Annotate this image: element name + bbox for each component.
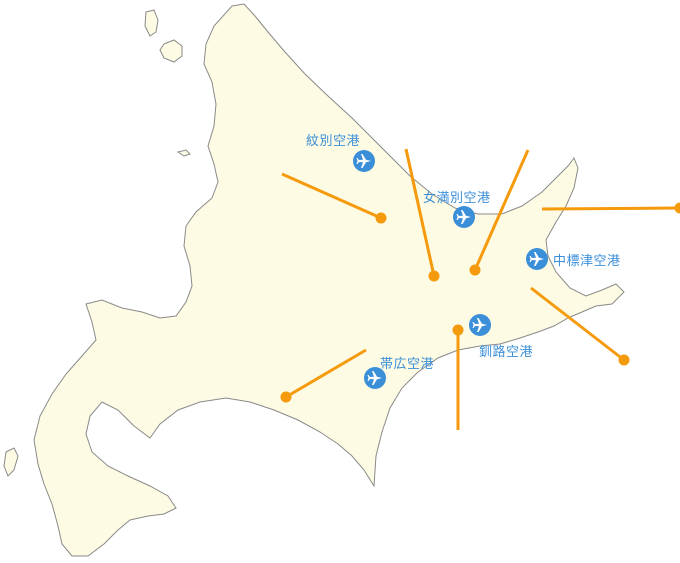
leader-dot: [428, 270, 440, 282]
airport-label-obihiro: 帯広空港: [380, 357, 435, 372]
leader-line: [473, 149, 530, 271]
connection-lines: [280, 148, 680, 430]
leader-dot: [469, 264, 481, 276]
airplane-icon[interactable]: [469, 314, 491, 336]
airplane-icon[interactable]: [364, 367, 386, 389]
island-okushiri: [3, 447, 19, 477]
leader-line: [541, 206, 680, 211]
island-north-small: [144, 9, 159, 37]
leader-line: [404, 148, 436, 277]
hokkaido-landmass: [33, 3, 625, 557]
leader-line: [285, 348, 367, 399]
leader-line: [281, 172, 382, 220]
leader-dot: [674, 202, 680, 214]
leader-dot: [452, 324, 464, 336]
airport-label-memanbetsu: 女満別空港: [423, 191, 491, 206]
airport-label-nakashibetsu: 中標津空港: [553, 254, 621, 269]
airport-label-monbetsu: 紋別空港: [306, 134, 361, 149]
airport-markers: [353, 150, 548, 389]
leader-dot: [375, 212, 387, 224]
airplane-icon[interactable]: [453, 206, 475, 228]
leader-line: [530, 286, 625, 362]
airport-label-kushiro: 釧路空港: [479, 345, 534, 360]
leader-dot: [280, 391, 292, 403]
airplane-icon[interactable]: [353, 150, 375, 172]
leader-dot: [618, 354, 630, 366]
airplane-icon[interactable]: [526, 248, 548, 270]
island-tiny: [176, 149, 191, 157]
island-north-round: [159, 39, 183, 63]
